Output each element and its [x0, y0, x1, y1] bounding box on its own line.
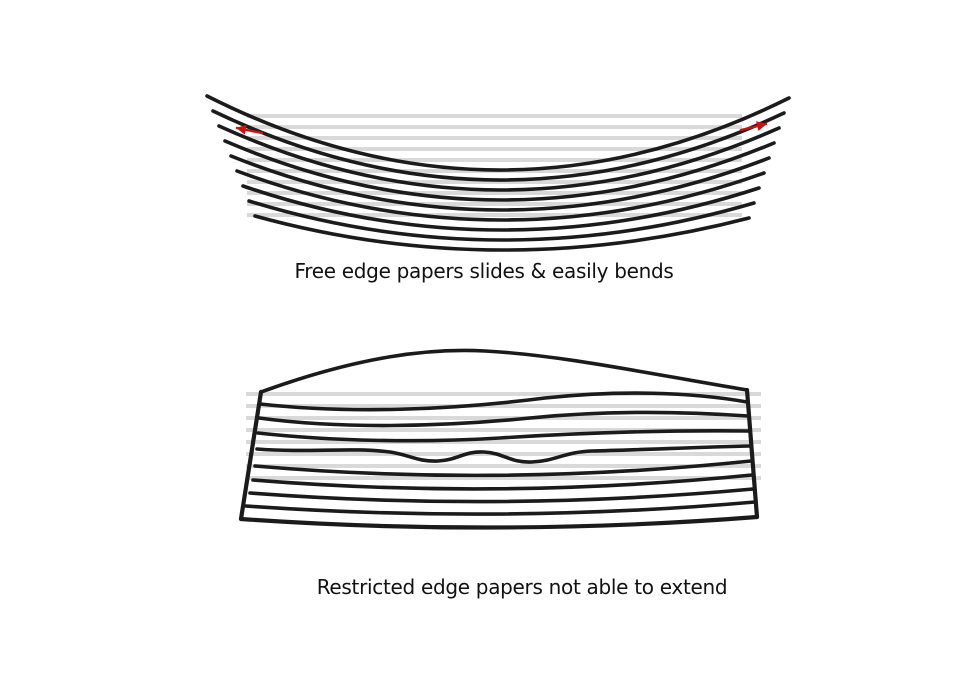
clamped-right-edge: [744, 387, 760, 520]
paper-sheet: [251, 473, 754, 491]
wrinkled-sheet: [255, 444, 752, 464]
paper-sheet: [248, 487, 755, 504]
free-edge-caption: Free edge papers slides & easily bends: [294, 259, 673, 283]
buckled-sheet: [256, 429, 751, 443]
restricted-paper-outline: [238, 387, 760, 530]
clamped-left-edge: [238, 389, 264, 522]
paper-sheet: [217, 124, 781, 192]
slide-arrow-left: [235, 124, 264, 135]
buckled-top-sheet: [259, 348, 749, 394]
buckled-sheet: [258, 391, 749, 412]
paper-sheet: [253, 214, 751, 252]
free-edge-paper-curves: [205, 94, 791, 252]
paper-sheet: [235, 169, 766, 222]
paper-sheet: [229, 154, 771, 212]
paper-sheet: [205, 94, 791, 172]
paper-sheet: [244, 500, 757, 516]
paper-sheet: [247, 199, 756, 242]
paper-sheet: [223, 139, 776, 202]
restricted-edge-diagram: Restricted edge papers not able to exten…: [238, 348, 761, 599]
restricted-paper-layers: [244, 348, 757, 516]
paper-sheet: [253, 459, 753, 478]
bottom-sheet-edge: [238, 514, 760, 530]
restricted-edge-caption: Restricted edge papers not able to exten…: [317, 575, 728, 599]
free-edge-diagram: Free edge papers slides & easily bends: [205, 94, 791, 283]
slide-arrow-right: [739, 121, 768, 132]
slide-arrow-left-icon: [235, 124, 264, 135]
buckled-sheet: [257, 410, 750, 428]
paper-sheet: [241, 184, 761, 232]
paper-sheet: [211, 109, 786, 182]
slide-arrow-right-icon: [739, 121, 768, 132]
